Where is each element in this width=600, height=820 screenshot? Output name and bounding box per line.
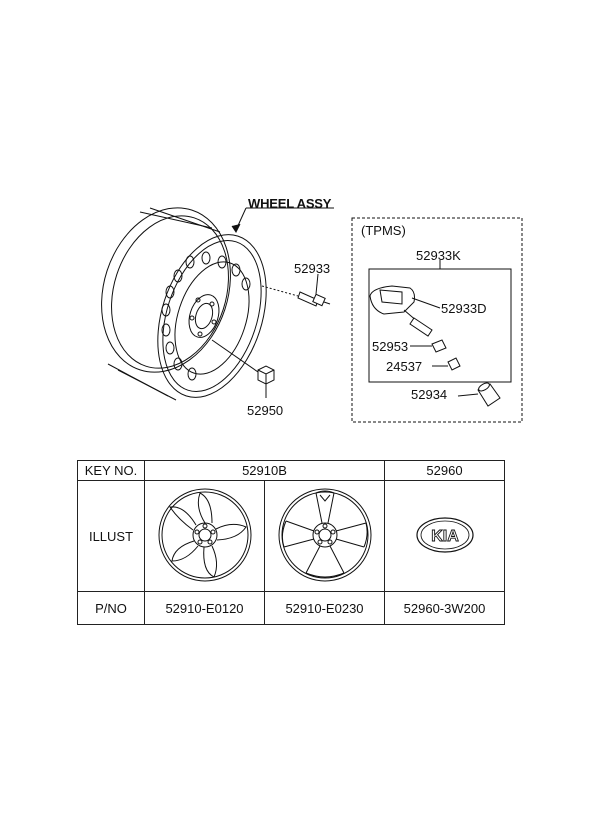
illust-cell-1 (144, 480, 265, 592)
part-label-52934: 52934 (411, 387, 448, 402)
alloy-wheel-icon (158, 488, 251, 581)
col-52910B-header: 52910B (144, 460, 385, 481)
pno-cell-2: 52910-E0230 (264, 591, 385, 625)
illust-cell-3: KIA (384, 480, 505, 592)
diagram-title: WHEEL ASSY (248, 196, 332, 211)
tpms-sensor-icon (369, 285, 441, 337)
part-label-52933K: 52933K (416, 248, 461, 263)
valve-stem-icon (261, 273, 331, 307)
valve-cap-icon (457, 382, 501, 407)
pno-cell-1: 52910-E0120 (144, 591, 265, 625)
part-label-52933: 52933 (294, 261, 331, 276)
part-label-52933D: 52933D (441, 301, 487, 316)
pno-cell-3: 52960-3W200 (384, 591, 505, 625)
illust-cell-2 (264, 480, 385, 592)
part-label-52950: 52950 (247, 403, 284, 418)
parts-table: KEY NO. 52910B 52960 ILLUST (77, 460, 505, 625)
exploded-diagram (101, 207, 523, 423)
alloy-wheel-icon (278, 488, 371, 581)
pno-label: P/NO (77, 591, 145, 625)
kia-emblem-icon: KIA (415, 516, 474, 553)
illust-label: ILLUST (77, 480, 145, 592)
key-no-header: KEY NO. (77, 460, 145, 481)
steel-wheel-icon (101, 207, 267, 401)
lug-nut-icon (211, 339, 275, 398)
tpms-label: (TPMS) (361, 223, 406, 238)
kia-logo-text: KIA (431, 528, 459, 545)
part-label-52953: 52953 (372, 339, 409, 354)
part-label-24537: 24537 (386, 359, 423, 374)
col-52960-header: 52960 (384, 460, 505, 481)
